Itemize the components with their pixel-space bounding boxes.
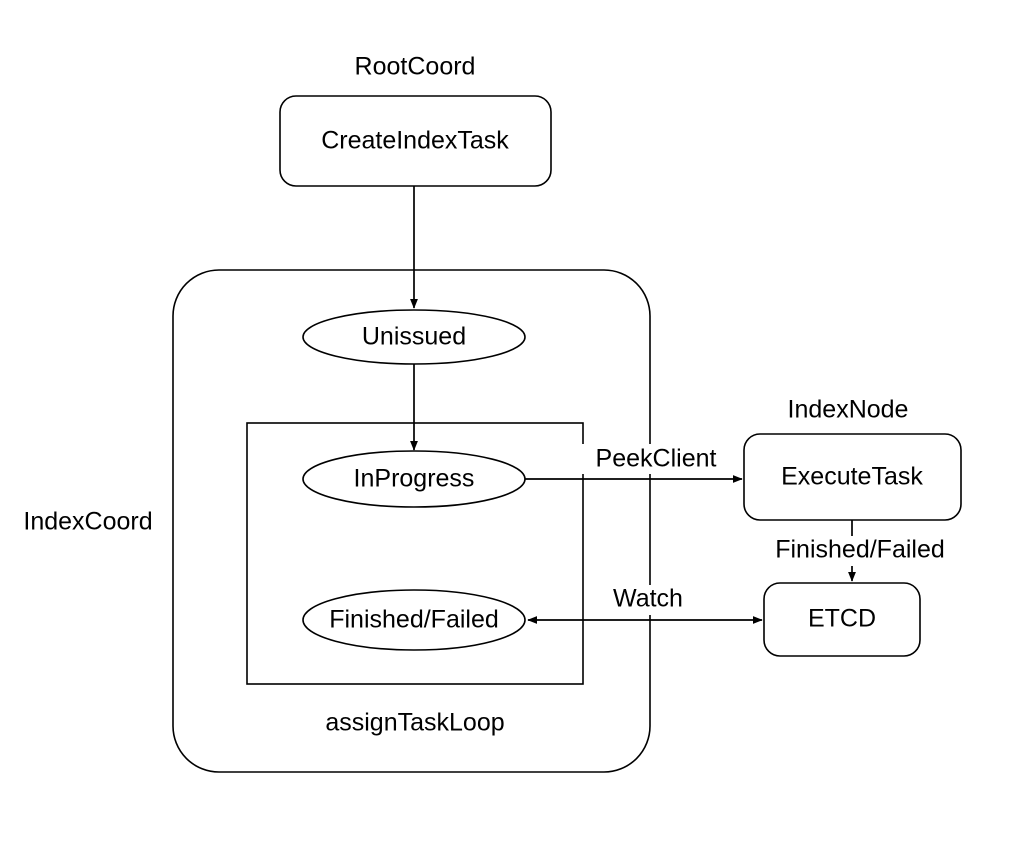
node-inprogress-shape bbox=[302, 450, 526, 508]
node-inprogress[interactable]: InProgress bbox=[302, 450, 526, 508]
edge-label-peekclient: PeekClient bbox=[580, 444, 732, 474]
container-label-indexcoord: IndexCoord bbox=[23, 508, 152, 536]
node-executetask-shape bbox=[743, 433, 962, 521]
container-label-assigntaskloop: assignTaskLoop bbox=[325, 709, 504, 737]
node-etcd-label: ETCD bbox=[808, 605, 876, 633]
node-executetask[interactable]: ExecuteTask bbox=[743, 433, 962, 521]
node-finishedfailed-shape bbox=[302, 589, 526, 651]
node-etcd-shape bbox=[763, 582, 921, 657]
edge-label-finished-failed-text: Finished/Failed bbox=[775, 536, 945, 564]
edge-label-finished-failed: Finished/Failed bbox=[758, 536, 963, 566]
group-label-rootcoord: RootCoord bbox=[355, 53, 476, 81]
node-finishedfailed-label: Finished/Failed bbox=[329, 606, 499, 634]
node-executetask-label: ExecuteTask bbox=[781, 463, 923, 491]
container-indexcoord bbox=[172, 269, 651, 773]
node-createindextask-shape bbox=[279, 95, 552, 187]
node-etcd[interactable]: ETCD bbox=[763, 582, 921, 657]
group-label-indexnode: IndexNode bbox=[788, 396, 909, 424]
edge-label-watch: Watch bbox=[603, 585, 694, 615]
node-finishedfailed[interactable]: Finished/Failed bbox=[302, 589, 526, 651]
node-unissued-label: Unissued bbox=[362, 323, 466, 351]
container-assigntaskloop bbox=[246, 422, 584, 685]
node-unissued[interactable]: Unissued bbox=[302, 309, 526, 365]
node-createindextask[interactable]: CreateIndexTask bbox=[279, 95, 552, 187]
edge-label-watch-text: Watch bbox=[613, 585, 683, 613]
node-unissued-shape bbox=[302, 309, 526, 365]
node-inprogress-label: InProgress bbox=[354, 465, 475, 493]
edge-label-peekclient-text: PeekClient bbox=[596, 445, 717, 473]
node-createindextask-label: CreateIndexTask bbox=[321, 127, 509, 155]
